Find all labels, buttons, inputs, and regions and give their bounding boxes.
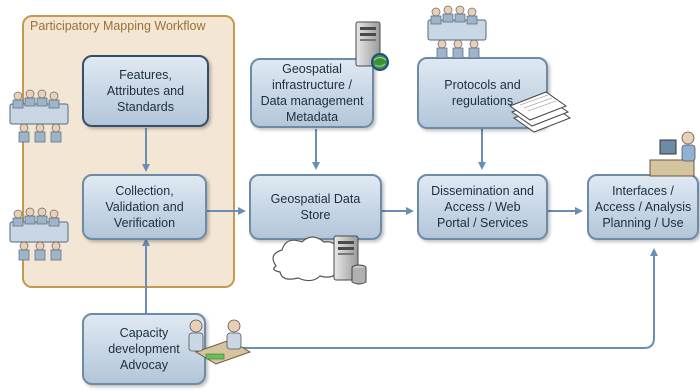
cloud-icon [272,236,343,282]
documents-stack-icon [508,91,572,133]
arrow-capacity-to-interfaces [238,248,658,349]
features-box: Features, Attributes and Standards [82,55,209,127]
desk-user-icon [649,131,696,177]
collection-box: Collection, Validation and Verification [82,174,207,240]
interfaces-box: Interfaces / Access / Analysis Planning … [587,174,699,240]
two-people-meeting-icon [188,319,252,365]
capacity-box: Capacity development Advocay [82,313,206,385]
group-title: Participatory Mapping Workflow [30,19,206,33]
meeting-group-icon [9,207,69,261]
meeting-group-icon [427,5,487,59]
server-globe-icon [355,21,389,71]
geospatial-data-store-box: Geospatial Data Store [249,174,382,240]
geospatial-infrastructure-box: Geospatial infrastructure / Data managem… [250,58,374,128]
server-database-icon [333,235,367,285]
dissemination-box: Dissemination and Access / Web Portal / … [417,174,548,240]
meeting-group-icon [9,89,69,143]
